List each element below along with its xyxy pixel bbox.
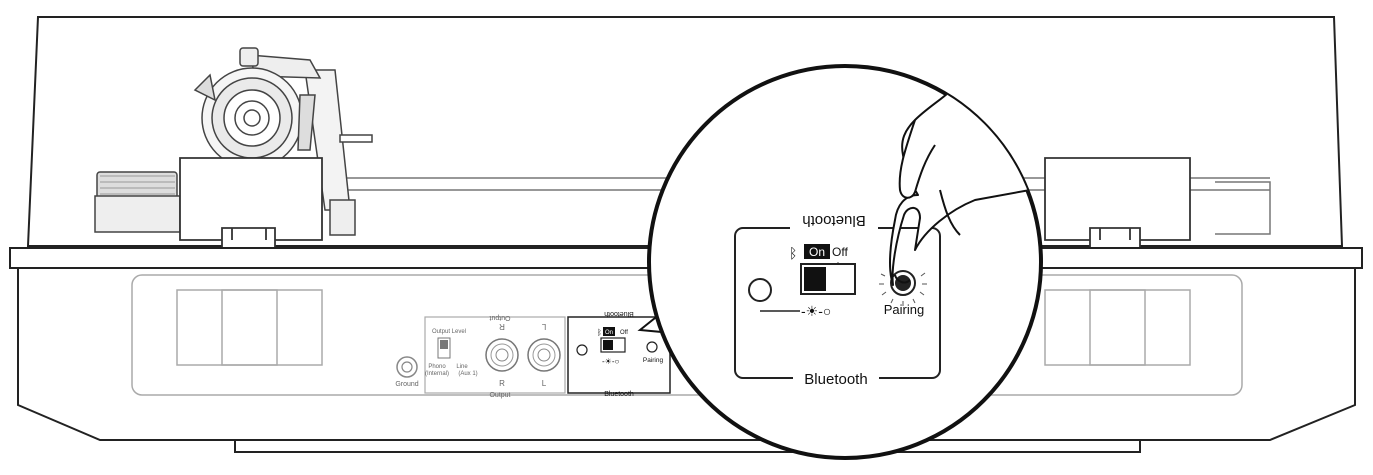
zoom-top-label: Bluetooth [802,212,865,229]
bt-small-sun-icon: -☀-○ [602,357,620,366]
output-level-title: Output Level [432,329,466,335]
tonearm-assembly [94,47,373,236]
bt-small-bluetooth-icon: ᛒ [597,328,602,337]
output-level-line-2: (Aux 1) [458,371,477,377]
output-bottom-r-label: R [499,379,505,388]
bt-small-on-label: On [605,330,613,336]
output-bottom-l-label: L [542,379,547,388]
rca-jack-left[interactable] [527,338,561,372]
ground-label: Ground [395,381,418,388]
bt-small-pairing-label: Pairing [643,357,664,364]
output-panel: Output Output Output Level Phono (Intern… [424,314,566,399]
zoom-sun-icon: -☀-○ [801,303,831,319]
zoom-indicator-led [748,278,772,302]
output-group-top-label: Output [489,314,510,321]
zoom-on-label: On [809,245,825,259]
bt-small-bottom-label: Bluetooth [604,391,634,398]
zoom-power-switch[interactable] [800,263,856,295]
output-level-line-1: Line [456,364,468,370]
zoom-bottom-label: Bluetooth [804,371,867,388]
output-group-bottom-label: Output [489,392,510,399]
bt-small-indicator-led [576,344,588,356]
bt-small-off-label: Off [620,330,628,336]
output-level-phono-2: (Internal) [425,371,449,377]
zoom-on-badge [804,244,830,259]
output-top-r-label: R [499,322,505,331]
zoom-pairing-label: Pairing [884,302,924,317]
output-level-phono-1: Phono [428,364,446,370]
bt-small-top-label: Bluetooth [604,310,634,317]
ground-terminal: Ground [395,356,419,388]
rca-jack-right[interactable] [485,338,519,372]
zoom-off-label: Off [832,245,848,259]
output-top-l-label: L [541,322,546,331]
zoom-callout: Bluetooth Bluetooth ᛒ On Off -☀-○ [647,64,1043,460]
bt-small-pairing-button[interactable] [646,341,658,353]
bluetooth-panel-small: Bluetooth ᛒ On Off -☀-○ Pairing Bluetoot… [567,310,671,398]
zoom-bluetooth-icon: ᛒ [789,245,797,261]
